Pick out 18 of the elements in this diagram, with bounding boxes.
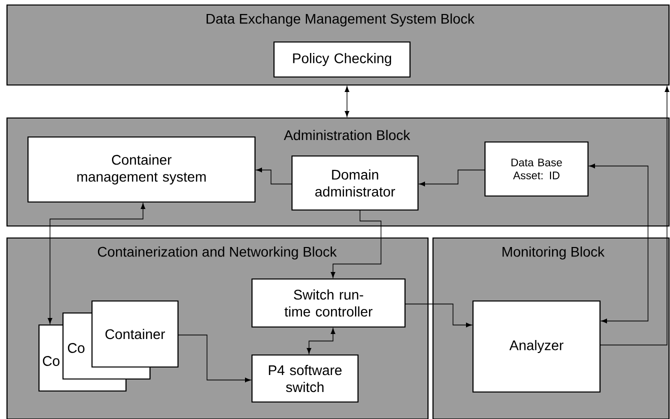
arrow <box>600 86 670 346</box>
arrow <box>404 304 472 328</box>
process-box: Container <box>91 300 179 368</box>
arrow <box>256 168 292 184</box>
arrow <box>330 210 382 278</box>
process-box: Switch run-time controller <box>251 278 406 328</box>
process-box: Container management system <box>27 136 256 203</box>
arrow <box>178 334 251 382</box>
arrow <box>344 86 350 117</box>
arrow <box>589 164 648 324</box>
arrow <box>48 203 146 324</box>
process-box: P4 software switch <box>251 354 359 403</box>
arrow <box>306 328 336 354</box>
process-box: Data Base Asset: ID <box>484 141 589 197</box>
process-box: Analyzer <box>472 300 601 393</box>
process-box: Domain administrator <box>291 155 419 211</box>
process-box: Policy Checking <box>273 41 411 78</box>
arrow <box>419 170 486 186</box>
